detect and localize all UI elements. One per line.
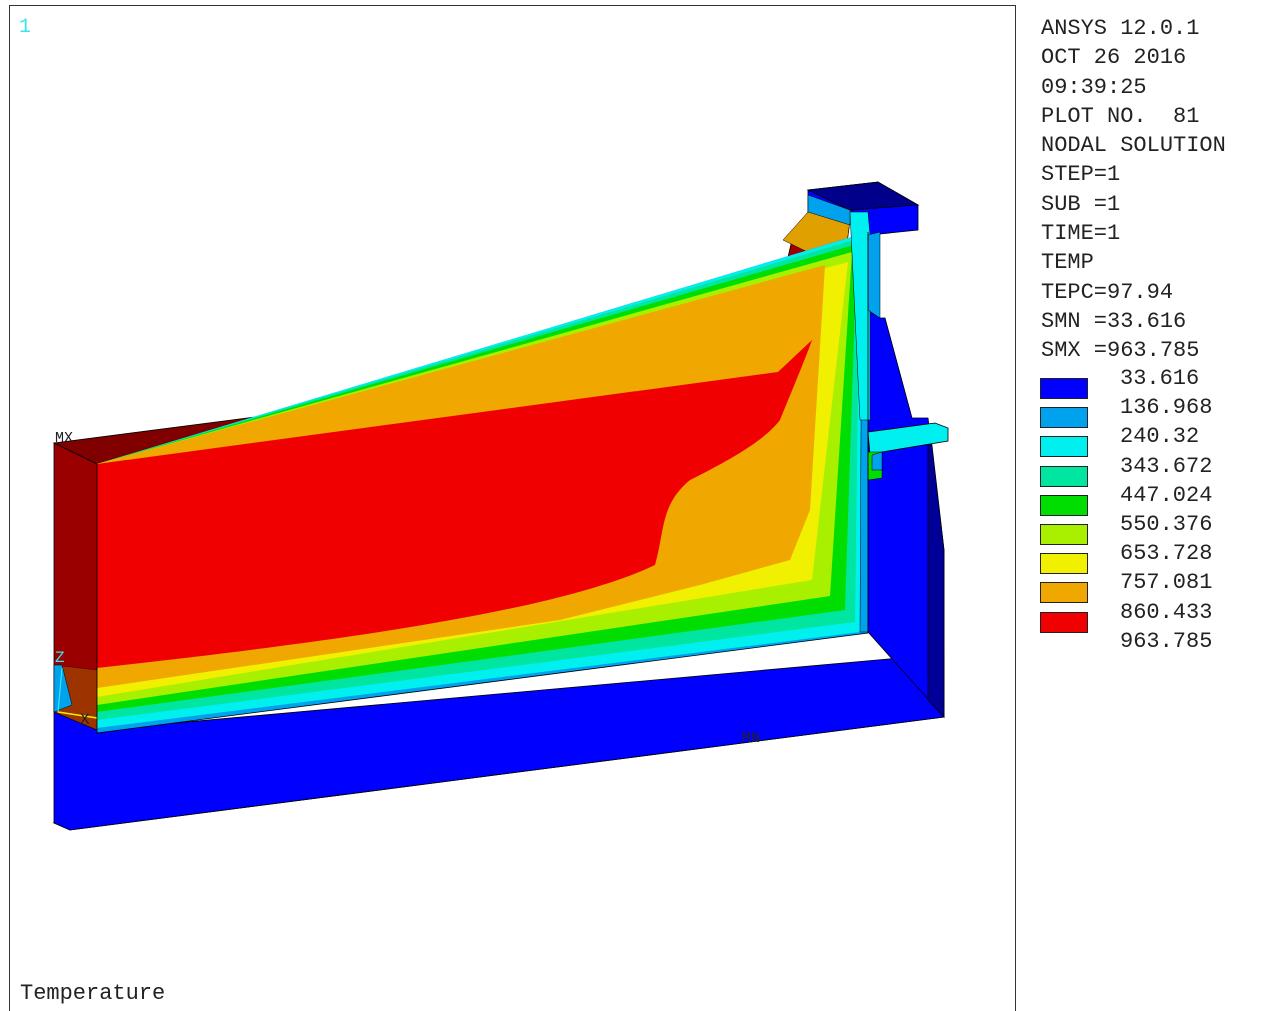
right-wall-outer	[867, 309, 945, 719]
top-cap-top	[806, 181, 920, 211]
window-number: 1	[19, 16, 32, 39]
axis-z-line	[57, 667, 63, 713]
model-plot: MX MN Z X	[52, 181, 949, 831]
info-quantity: TEMP	[1041, 250, 1094, 276]
info-smx: SMX =963.785	[1041, 338, 1200, 364]
info-time-value: TIME=1	[1041, 221, 1121, 247]
legend-level-label: 33.616	[1120, 366, 1200, 391]
info-step: STEP=1	[1041, 162, 1121, 188]
info-date: OCT 26 2016	[1041, 45, 1187, 71]
axis-x-label: X	[80, 711, 90, 729]
axis-z-label: Z	[55, 649, 65, 667]
legend-level-label: 963.785	[1120, 628, 1213, 654]
legend-level-label: 240.32	[1120, 424, 1200, 450]
right-wall-edge	[927, 427, 945, 719]
flange-gradient-band-cool	[807, 194, 851, 226]
legend-swatch	[1040, 523, 1088, 545]
right-column-blue	[867, 231, 881, 319]
legend-swatch	[1040, 436, 1088, 458]
info-solution-type: NODAL SOLUTION	[1041, 133, 1226, 159]
info-time: 09:39:25	[1041, 74, 1147, 100]
legend-swatch	[1040, 494, 1088, 516]
info-smn: SMN =33.616	[1041, 308, 1187, 334]
legend-level-label: 653.728	[1120, 541, 1213, 567]
legend-level-label: 550.376	[1120, 511, 1213, 537]
info-product: ANSYS 12.0.1	[1041, 16, 1200, 41]
legend-swatch	[1040, 553, 1088, 575]
info-sub: SUB =1	[1041, 191, 1121, 217]
legend-swatch	[1040, 611, 1088, 633]
info-plot-number: PLOT NO. 81	[1041, 103, 1200, 129]
axis-x-line	[57, 711, 98, 719]
info-panel: ANSYS 12.0.1 OCT 26 2016 09:39:25 PLOT N…	[1041, 14, 1226, 366]
legend-level-label: 447.024	[1120, 482, 1213, 508]
side-bracket-leg-blue	[871, 451, 883, 471]
min-marker: MN	[742, 730, 760, 747]
right-column-cyan	[849, 211, 871, 421]
legend-level-label: 757.081	[1120, 570, 1213, 596]
front-edge-outline	[96, 232, 869, 734]
info-tepc: TEPC=97.94	[1041, 279, 1174, 305]
legend-level-label: 343.672	[1120, 453, 1213, 479]
legend-level-label: 136.968	[1120, 395, 1213, 421]
legend-swatch	[1040, 465, 1088, 487]
contour-band-8-hot	[97, 340, 812, 668]
legend-swatch	[1040, 582, 1088, 604]
legend-level-label: 860.433	[1120, 599, 1213, 625]
legend-swatch	[1040, 378, 1088, 399]
plot-caption: Temperature	[20, 981, 166, 1006]
max-marker: MX	[55, 430, 73, 447]
legend-swatch	[1040, 407, 1088, 429]
